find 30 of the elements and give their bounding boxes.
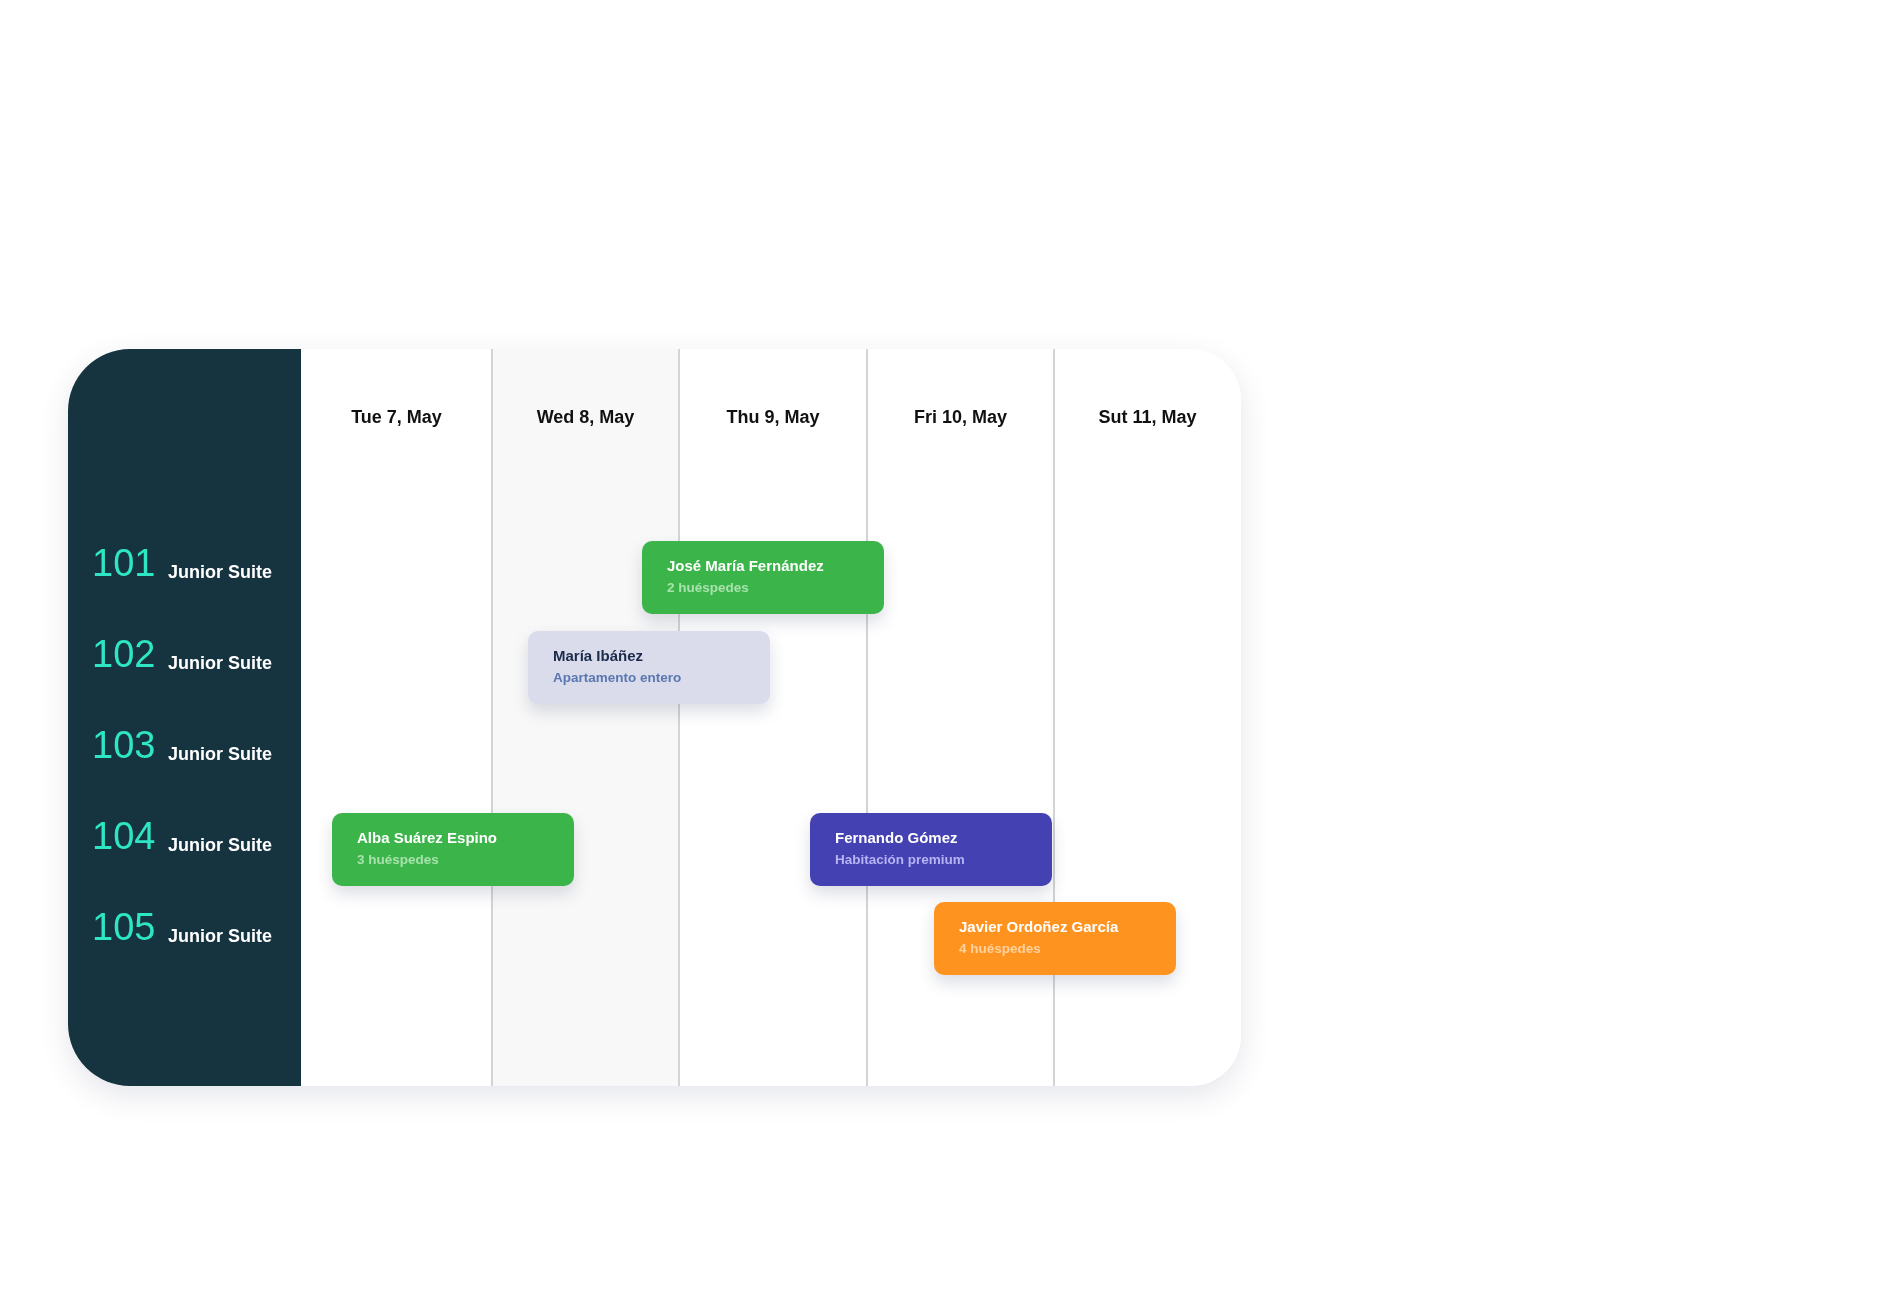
- guest-name: José María Fernández: [667, 557, 824, 574]
- room-type: Junior Suite: [168, 743, 272, 765]
- booking-card: [934, 902, 1176, 975]
- booking-detail: Apartamento entero: [553, 670, 682, 685]
- guest-name: Javier Ordoñez García: [959, 918, 1119, 935]
- room-number: 101: [92, 541, 156, 585]
- day-header: Fri 10, May: [912, 407, 1008, 428]
- booking-detail: 4 huéspedes: [959, 941, 1041, 956]
- booking-card: [642, 541, 884, 614]
- day-header: Wed 8, May: [535, 407, 636, 428]
- booking-detail: 3 huéspedes: [357, 852, 439, 867]
- room-type: Junior Suite: [168, 652, 272, 674]
- booking-card: [810, 813, 1052, 886]
- guest-name: Fernando Gómez: [835, 829, 958, 846]
- day-header: Tue 7, May: [350, 407, 443, 428]
- room-type: Junior Suite: [168, 834, 272, 856]
- guest-name: Alba Suárez Espino: [357, 829, 498, 846]
- room-type: Junior Suite: [168, 561, 272, 583]
- room-number: 105: [92, 905, 156, 949]
- booking-detail: Habitación premium: [835, 852, 965, 867]
- day-header: Thu 9, May: [725, 407, 821, 428]
- booking-detail: 2 huéspedes: [667, 580, 749, 595]
- room-number: 103: [92, 723, 156, 767]
- room-number: 104: [92, 814, 156, 858]
- room-type: Junior Suite: [168, 925, 272, 947]
- booking-card: [332, 813, 574, 886]
- day-header: Sut 11, May: [1097, 407, 1198, 428]
- room-number: 102: [92, 632, 156, 676]
- booking-card: [528, 631, 770, 704]
- guest-name: María Ibáñez: [553, 647, 644, 664]
